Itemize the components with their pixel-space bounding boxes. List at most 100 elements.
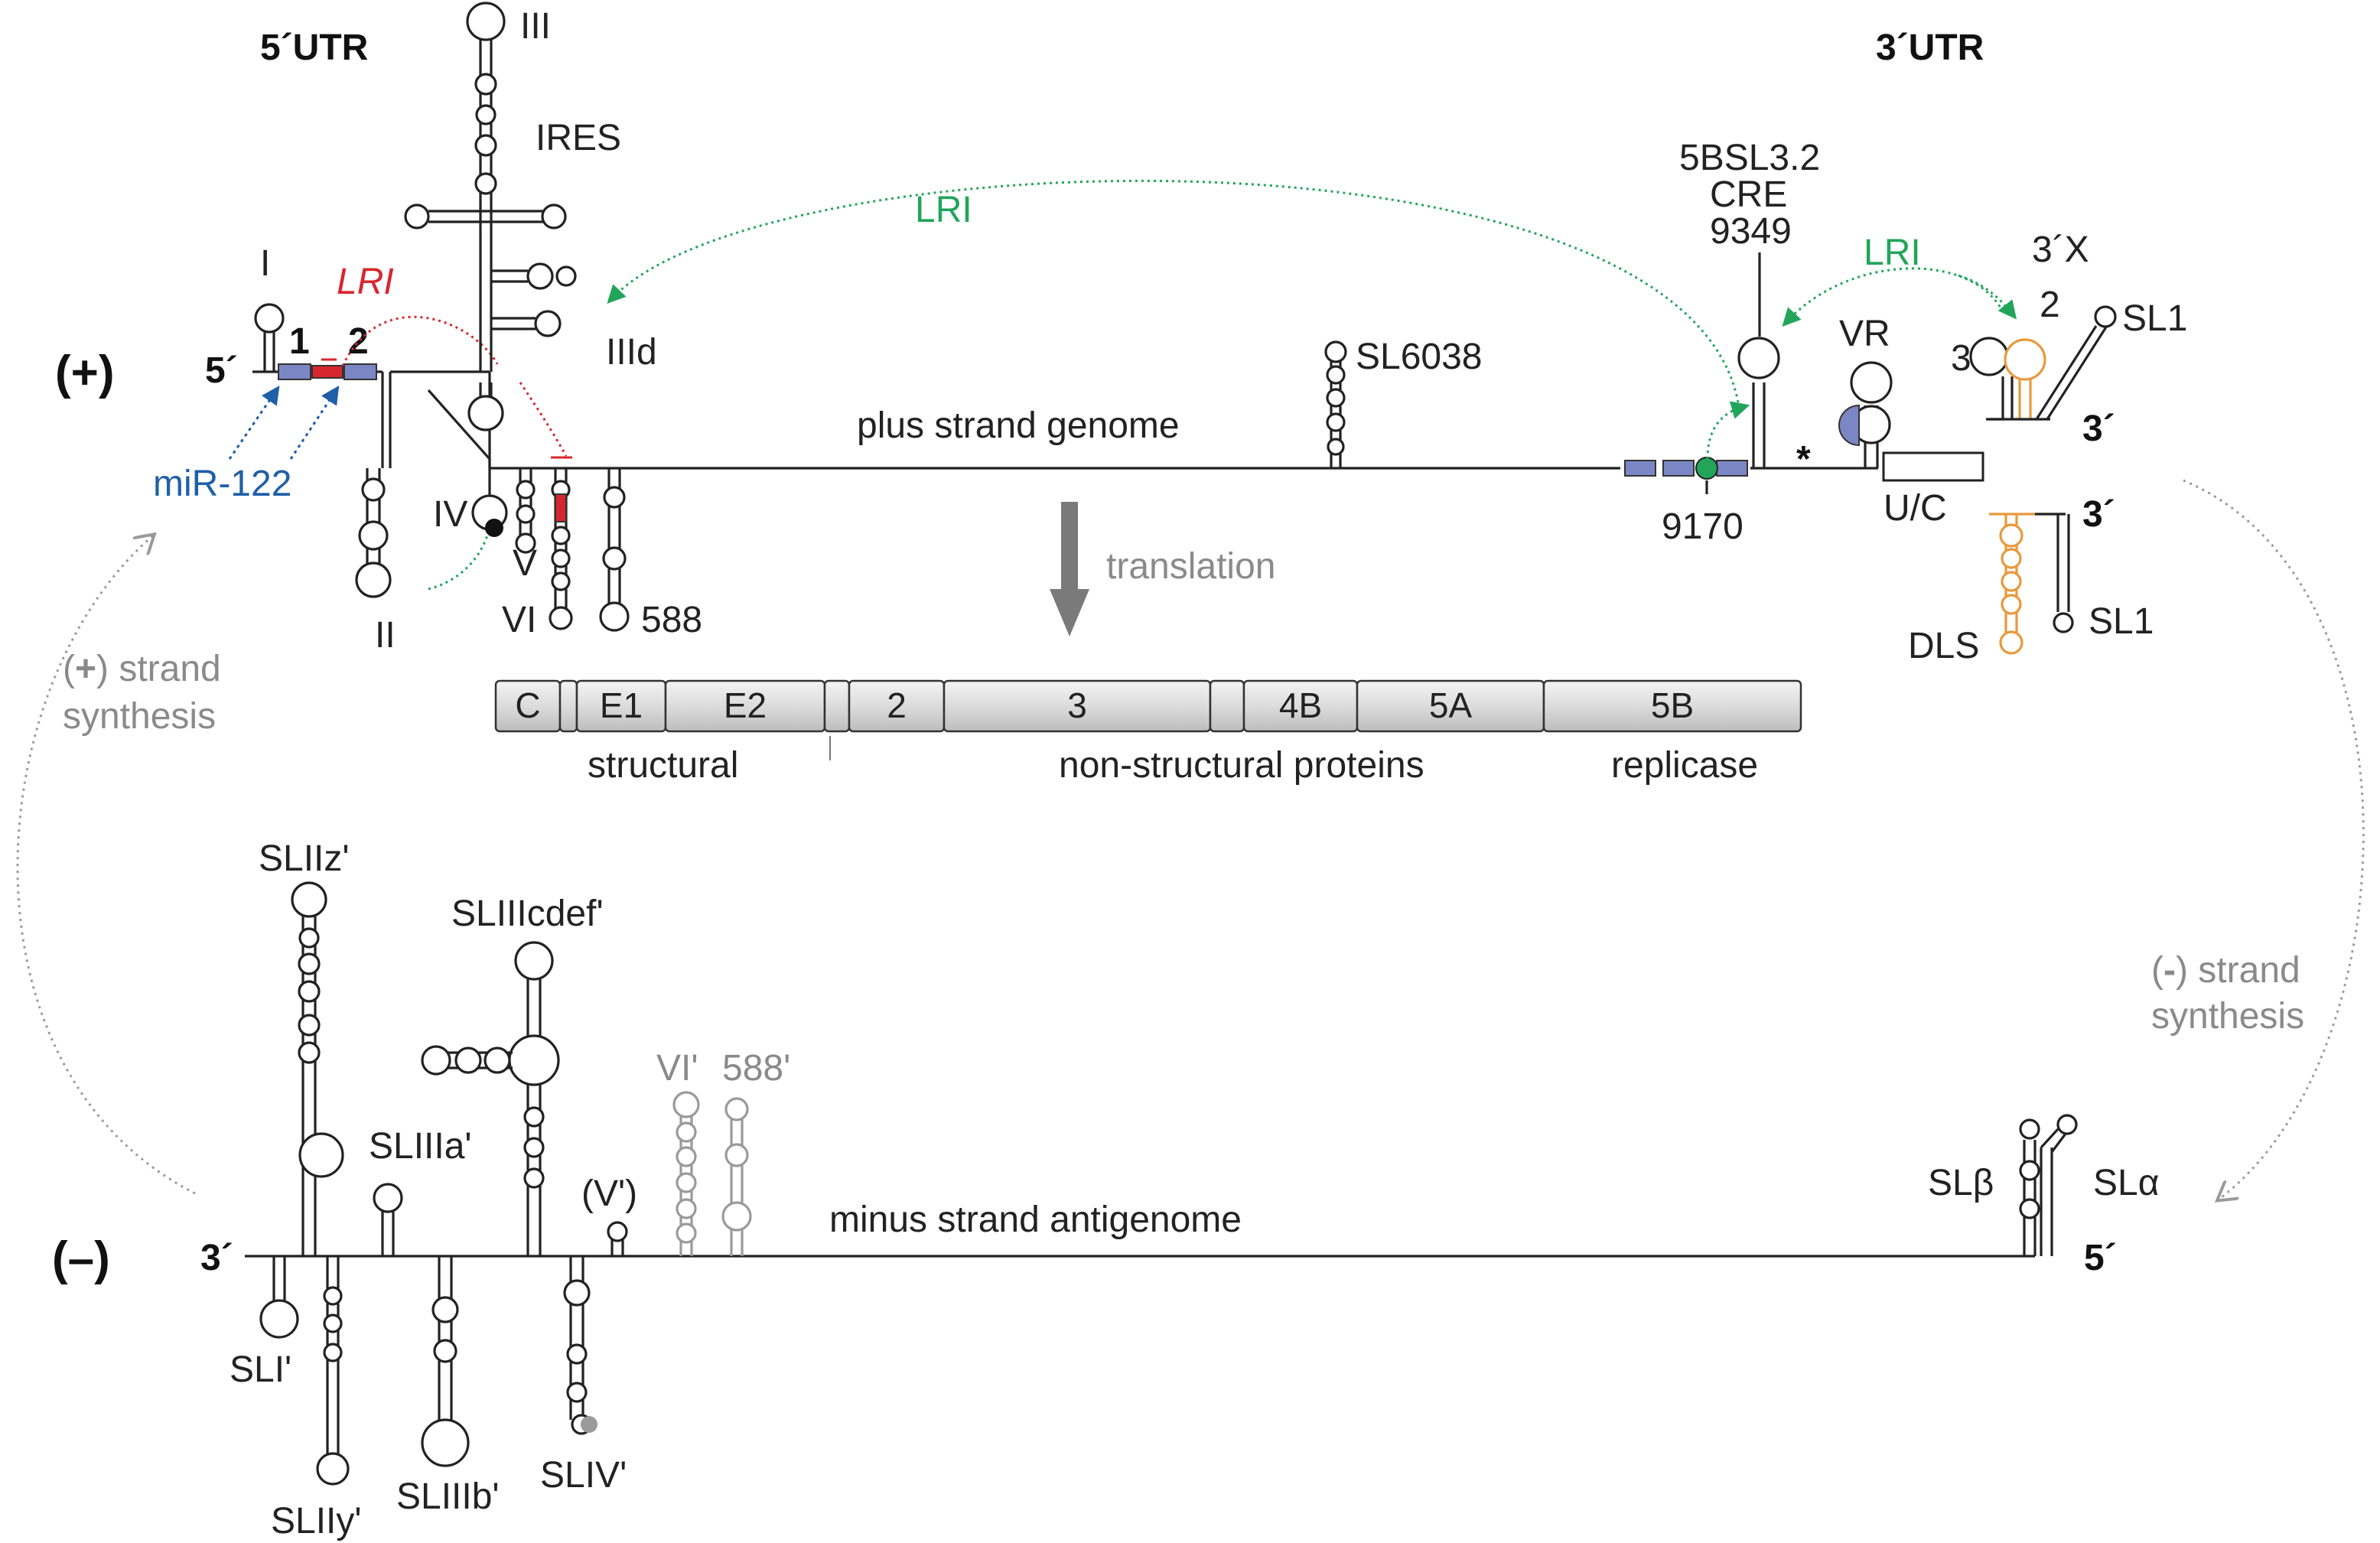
protein-spacer-2 [823, 679, 851, 733]
dls-structure [1989, 513, 2074, 655]
utr3-header: 3´UTR [1876, 28, 1984, 68]
stem-loop-I [254, 303, 285, 372]
plus-synthesis-word: strand [119, 649, 220, 689]
protein-label-ns5b: 5B [1651, 685, 1694, 725]
label-VI: VI [502, 600, 536, 640]
plus-synthesis-sign: + [75, 649, 96, 689]
plus-3prime-bottom: 3´ [2082, 494, 2115, 535]
aug-start-dot [485, 519, 503, 537]
sliiib-prime-label: SLIIIb' [396, 1476, 500, 1517]
sliv-prime-gray-dot [581, 1416, 597, 1433]
label-II: II [375, 615, 396, 656]
protein-label-e1: E1 [600, 685, 643, 725]
vi-prime-label: VI' [656, 1048, 698, 1089]
x3-sl1-label: SL1 [2122, 298, 2187, 339]
sliiib-prime [421, 1256, 470, 1467]
x3-label: 3´X [2032, 229, 2089, 270]
lri-3utr-label: LRI [1864, 233, 1921, 273]
sliiz-prime [291, 881, 344, 1256]
sliv-prime [563, 1256, 597, 1435]
lri-3utr-arc-end [1958, 274, 2017, 320]
sliiicdef-prime [421, 941, 560, 1256]
x3-sl3 [1969, 337, 2014, 421]
label-V: V [513, 543, 537, 584]
sl-alpha [2040, 1114, 2078, 1256]
cre-label-3: 9349 [1710, 211, 1792, 252]
site-9170-box-a [1624, 460, 1656, 477]
translation-arrow [1050, 502, 1089, 636]
label-IIId: IIId [606, 332, 657, 373]
lri-red-box-5utr [311, 365, 343, 379]
protein-label-ns4b: 4B [1279, 685, 1322, 725]
stem-loop-VI [549, 468, 573, 630]
plus-synthesis-text-1: (+) strand [63, 649, 221, 689]
plus-strand-label: plus strand genome [857, 405, 1180, 446]
protein-label-ns3: 3 [1067, 685, 1087, 725]
588-prime [721, 1097, 752, 1256]
replicase-label: replicase [1611, 745, 1758, 786]
red-box-vi [555, 493, 567, 522]
minus-synthesis-arrow [2183, 479, 2365, 1200]
sl-beta-label: SLβ [1928, 1163, 1994, 1203]
protein-label-ns2: 2 [887, 685, 907, 725]
variable-region [1838, 361, 1893, 468]
588-prime-label: 588' [722, 1048, 790, 1089]
plus-3prime-top: 3´ [2082, 409, 2115, 449]
lri-cre-green [1706, 401, 1750, 460]
protein-label-c: C [515, 685, 540, 725]
sli-prime-label: SLI' [230, 1349, 291, 1390]
x3-sl2-label: 2 [2040, 285, 2060, 325]
minus-5prime-end: 5´ [2084, 1238, 2117, 1278]
site-9170-box-c [1716, 460, 1748, 477]
cre-label-2: CRE [1710, 174, 1787, 215]
site-2-label: 2 [348, 321, 369, 362]
lri-5utr-label: LRI [337, 262, 394, 302]
x3-sl2 [2004, 338, 2046, 419]
lri-ii-green [428, 527, 491, 591]
label-588: 588 [641, 600, 702, 640]
lri-top-arc [607, 179, 1740, 403]
x3-sl1 [2035, 305, 2117, 420]
sl6038-label: SL6038 [1356, 337, 1483, 377]
cre-5bsl32 [1737, 337, 1780, 468]
sl-beta [2019, 1118, 2040, 1256]
lri-top-label: LRI [915, 190, 972, 230]
plus-5prime-end: 5´ [205, 350, 238, 391]
minus-strand-label: minus strand antigenome [829, 1200, 1242, 1240]
nonstructural-label: non-structural proteins [1059, 745, 1424, 786]
label-I: I [260, 243, 270, 284]
site-9170-box-b [1662, 460, 1695, 477]
sli-prime [259, 1256, 299, 1339]
vi-prime [672, 1091, 700, 1256]
stem-loop-V [515, 468, 536, 554]
site-9170-label: 9170 [1662, 506, 1743, 547]
site-9170-dot [1695, 457, 1718, 480]
sliiy-prime-label: SLIIy' [271, 1501, 362, 1541]
mir122-label: miR-122 [153, 464, 291, 504]
sl-alpha-label: SLα [2093, 1163, 2159, 1203]
dls-label: DLS [1908, 626, 1979, 666]
minus-synthesis-text-2: synthesis [2151, 996, 2304, 1037]
structural-label: structural [588, 745, 738, 786]
utr5-header: 5´UTR [260, 28, 368, 68]
v-prime [607, 1221, 628, 1256]
mir122-arrow-2 [289, 385, 340, 460]
x3-sl3-label: 3 [1951, 338, 1971, 379]
domain-III-ires [404, 2, 577, 431]
protein-spacer-3 [1209, 679, 1245, 733]
mir122-site-1 [278, 363, 311, 380]
sliiy-prime [316, 1256, 350, 1486]
label-IV: IV [433, 494, 467, 535]
asterisk-label: * [1796, 439, 1811, 480]
vr-blue-mark [1838, 404, 1860, 447]
lri-3utr-arc [1782, 267, 2004, 327]
protein-spacer-1 [558, 679, 578, 733]
stem-loop-588 [599, 468, 630, 632]
minus-3prime-end: 3´ [200, 1238, 233, 1278]
mir122-site-2 [343, 363, 377, 380]
lri-red-arc [341, 315, 568, 457]
sliiia-prime-label: SLIIIa' [369, 1126, 472, 1167]
domain-IV [427, 389, 508, 537]
sliiz-prime-label: SLIIz' [259, 838, 350, 879]
